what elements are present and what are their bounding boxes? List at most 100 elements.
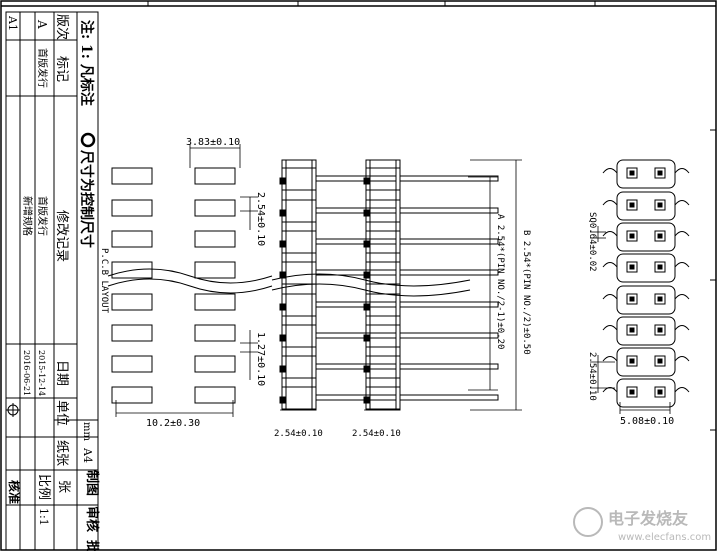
pin: [399, 175, 499, 182]
header-date: 日期: [54, 360, 69, 386]
pin-end: [363, 209, 371, 217]
pcb-pad: [194, 386, 236, 404]
pin: [399, 363, 499, 370]
front-lead-left: [602, 231, 618, 237]
pcb-layout: [111, 167, 236, 404]
front-pin-left: [626, 324, 638, 336]
pin: [315, 363, 397, 370]
front-lead-right: [674, 262, 690, 268]
pcb-pad: [194, 167, 236, 185]
pcb-pad: [111, 261, 153, 279]
pin-end: [363, 271, 371, 279]
pcb-break-line-2: [107, 278, 273, 294]
front-pin-left: [626, 167, 638, 179]
front-lead-right: [674, 200, 690, 206]
housing-cell: [281, 230, 317, 254]
front-pin-right-core: [657, 170, 663, 176]
pcb-break-line: [107, 268, 273, 284]
front-lead-left: [602, 294, 618, 300]
front-pin-left-core: [629, 170, 635, 176]
front-pin-right-core: [657, 264, 663, 270]
front-pin-right-core: [657, 202, 663, 208]
row-a-date: 2015-12-14: [37, 350, 46, 396]
housing-cell: [365, 199, 401, 223]
side-break-line: [271, 273, 471, 287]
pin-end: [363, 240, 371, 248]
pin: [399, 238, 499, 245]
front-cell: [616, 316, 676, 346]
front-lead-left: [602, 168, 618, 174]
front-cell: [616, 191, 676, 221]
watermark-cn: 电子发烧友: [608, 509, 689, 528]
front-lead-right: [674, 168, 690, 174]
dim-pcb-top: 3.83±0.10: [186, 137, 240, 148]
front-cell: [616, 222, 676, 252]
pcb-dims: [115, 144, 258, 417]
row-a1-date: 2016-06-21: [22, 350, 31, 396]
front-lead-right: [674, 356, 690, 362]
header-sheet: 张: [56, 480, 71, 493]
dim-right-pitch: 2.54±0.10: [587, 352, 597, 401]
front-pin-right: [654, 386, 666, 398]
pin-end: [363, 396, 371, 404]
dim-right-pin: SQ0.64±0.02: [587, 212, 597, 272]
front-cell: [616, 159, 676, 189]
pcb-pad: [194, 293, 236, 311]
control-dimension-symbol: [80, 132, 96, 148]
row-a1-record: 新增规格: [21, 196, 34, 236]
pin-end: [279, 396, 287, 404]
header-side-view: [279, 159, 499, 411]
front-lead-left: [602, 325, 618, 331]
header-mark: 标记: [54, 56, 69, 82]
side-label-approve: 批: [84, 540, 100, 551]
front-lead-left: [602, 387, 618, 393]
note-label-2: 尺寸为控制尺寸: [78, 150, 95, 248]
front-lead-left: [602, 200, 618, 206]
pcb-pad: [111, 324, 153, 342]
pin: [399, 332, 499, 339]
front-pin-left-core: [629, 202, 635, 208]
housing-cell: [365, 386, 401, 410]
front-pin-right: [654, 230, 666, 242]
housing-cell: [281, 199, 317, 223]
header-record: 修改记录: [54, 210, 69, 262]
front-dims: [590, 226, 671, 414]
watermark: 电子发烧友 www.elecfans.com: [573, 507, 711, 543]
housing-cell: [365, 324, 401, 348]
front-lead-right: [674, 325, 690, 331]
front-pin-right: [654, 261, 666, 273]
side-dims: [280, 159, 522, 411]
front-cell: [616, 285, 676, 315]
dim-pcb-pitch: 2.54±0.10: [255, 192, 266, 246]
pcb-pad: [194, 261, 236, 279]
dim-side-a: A 2.54*(PIN NO./2-1)±0.20: [495, 214, 505, 349]
pcb-pad: [111, 167, 153, 185]
pin: [315, 332, 397, 339]
dim-pcb-width: 10.2±0.30: [146, 418, 200, 429]
pin: [399, 207, 499, 214]
pin: [315, 207, 397, 214]
pin: [399, 269, 499, 276]
housing-cell: [281, 324, 317, 348]
row-a-mark: 首版发行: [36, 48, 49, 88]
header-version: 版次: [54, 14, 70, 40]
pcb-pad: [111, 199, 153, 217]
front-pin-left-core: [629, 233, 635, 239]
pin-end: [363, 303, 371, 311]
pin: [399, 394, 499, 401]
dim-bottom-right: 2.54±0.10: [352, 429, 401, 439]
dim-right-width: 5.08±0.10: [620, 416, 674, 427]
pin-end: [363, 334, 371, 342]
housing-cell: [281, 355, 317, 379]
front-cell: [616, 347, 676, 377]
approval-label: 核准: [7, 480, 22, 504]
pin: [399, 301, 499, 308]
header-unit-value: mm: [81, 422, 92, 441]
front-pin-right-core: [657, 358, 663, 364]
row-a-version: A: [35, 19, 49, 29]
right-ticks: [710, 129, 716, 431]
pin-end: [279, 334, 287, 342]
header-scale-value: 1:1: [37, 508, 50, 526]
pin: [315, 175, 397, 182]
